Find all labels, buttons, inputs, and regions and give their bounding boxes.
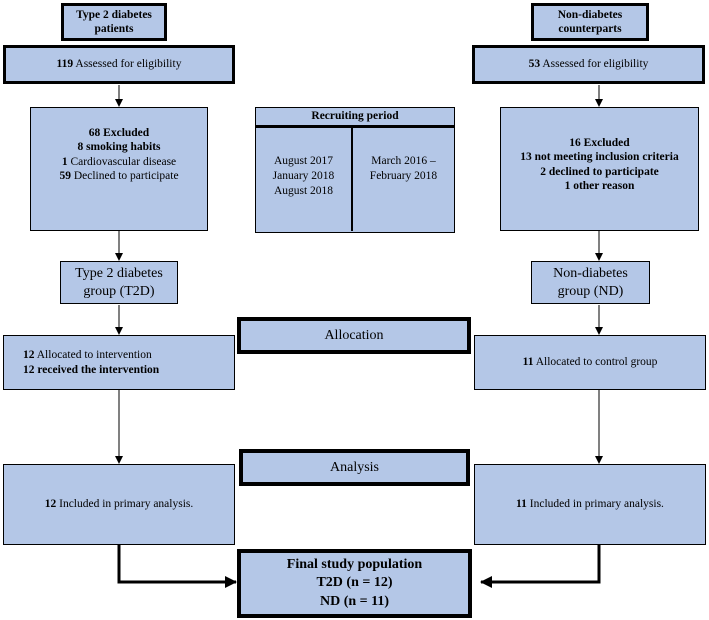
final-population-box: Final study population T2D (n = 12) ND (…: [237, 549, 472, 618]
t2d-excluded-text: Cardiovascular disease: [70, 155, 177, 168]
nd-analysis-row: 11 Included in primary analysis.: [516, 497, 664, 511]
t2d-analysis-row: 12 Included in primary analysis.: [45, 497, 194, 511]
nd-group-line: group (ND): [557, 283, 624, 299]
t2d-group-line: group (T2D): [83, 283, 155, 299]
t2d-analysis-count: 12: [44, 498, 57, 511]
t2d-excluded-row: 68 Excluded: [89, 126, 149, 140]
t2d-allocation-text: Allocated to intervention: [36, 349, 152, 362]
recruiting-period-box: Recruiting period August 2017 January 20…: [255, 107, 455, 233]
nd-assessed-box: 53 Assessed for eligibility: [472, 45, 705, 84]
final-population-title: Final study population: [286, 557, 423, 573]
recruiting-period-columns: August 2017 January 2018 August 2018 Mar…: [256, 128, 454, 231]
nd-excluded-row: 13 not meeting inclusion criteria: [520, 150, 678, 164]
t2d-allocation-row: 12 received the intervention: [23, 363, 159, 377]
t2d-group-line: Type 2 diabetes: [75, 266, 163, 281]
nd-assessed-line: 53 Assessed for eligibility: [529, 57, 649, 71]
t2d-excluded-row: 8 smoking habits: [77, 140, 160, 154]
arrow-t2d-analysis-final: [117, 545, 237, 588]
nd-excluded-text: not meeting inclusion criteria: [534, 151, 679, 164]
recruiting-period-left: August 2017 January 2018 August 2018: [256, 128, 353, 231]
nd-header: Non-diabetes counterparts: [531, 3, 649, 41]
t2d-excluded-count: 59: [59, 170, 71, 183]
nd-assessed-text: Assessed for eligibility: [542, 58, 649, 71]
nd-excluded-row: 2 declined to participate: [540, 165, 659, 179]
t2d-excluded-text: smoking habits: [86, 141, 161, 154]
nd-excluded-row: 1 other reason: [565, 179, 635, 193]
recruiting-date: February 2018: [369, 169, 438, 182]
arrow-nd-analysis-final: [480, 545, 601, 588]
t2d-excluded-text: Excluded: [103, 127, 150, 139]
t2d-allocation-count: 12: [23, 363, 35, 376]
analysis-stage-label: Analysis: [330, 459, 379, 475]
nd-assessed-count: 53: [528, 58, 541, 71]
t2d-excluded-row: 59 Declined to participate: [59, 169, 178, 183]
t2d-assessed-text: Assessed for eligibility: [75, 58, 182, 71]
t2d-excluded-count: 1: [61, 155, 68, 168]
recruiting-date: August 2018: [273, 184, 334, 197]
final-population-line: ND (n = 11): [319, 593, 390, 609]
nd-excluded-box: 16 Excluded 13 not meeting inclusion cri…: [500, 107, 699, 231]
t2d-analysis-text: Included in primary analysis.: [59, 498, 194, 511]
t2d-assessed-box: 119 Assessed for eligibility: [3, 45, 235, 84]
nd-allocation-box: 11 Allocated to control group: [474, 335, 706, 390]
allocation-stage-label: Allocation: [324, 327, 384, 343]
recruiting-date: August 2017: [273, 155, 334, 167]
nd-excluded-text: other reason: [573, 180, 635, 193]
t2d-group-box: Type 2 diabetes group (T2D): [60, 261, 178, 304]
nd-analysis-box: 11 Included in primary analysis.: [474, 464, 706, 545]
t2d-allocation-count: 12: [23, 349, 35, 362]
t2d-allocation-box: 12 Allocated to intervention 12 received…: [3, 335, 235, 390]
t2d-excluded-row: 1 Cardiovascular disease: [62, 155, 176, 169]
t2d-header-text: Type 2 diabetes patients: [76, 8, 152, 35]
recruiting-period-title: Recruiting period: [256, 108, 454, 128]
allocation-stage-box: Allocation: [237, 317, 471, 354]
nd-allocation-count: 11: [522, 356, 534, 369]
t2d-excluded-box: 68 Excluded 8 smoking habits 1 Cardiovas…: [30, 107, 208, 231]
recruiting-period-right: March 2016 – February 2018: [353, 128, 454, 231]
t2d-excluded-text: Declined to participate: [73, 170, 179, 183]
final-population-line: T2D (n = 12): [316, 575, 393, 591]
nd-group-box: Non-diabetes group (ND): [531, 261, 650, 304]
t2d-assessed-count: 119: [56, 58, 74, 71]
t2d-assessed-line: 119 Assessed for eligibility: [57, 57, 182, 71]
nd-excluded-row: 16 Excluded: [569, 136, 629, 150]
t2d-analysis-box: 12 Included in primary analysis.: [3, 464, 235, 545]
nd-analysis-text: Included in primary analysis.: [529, 498, 664, 511]
nd-excluded-text: declined to participate: [548, 165, 659, 178]
nd-excluded-text: Excluded: [583, 137, 630, 149]
nd-analysis-count: 11: [516, 498, 527, 511]
t2d-header: Type 2 diabetes patients: [61, 3, 167, 41]
analysis-stage-box: Analysis: [239, 449, 470, 486]
t2d-excluded-count: 68: [88, 127, 101, 139]
nd-allocation-text: Allocated to control group: [535, 356, 658, 369]
nd-excluded-count: 16: [569, 137, 581, 149]
recruiting-date: January 2018: [272, 169, 335, 182]
nd-excluded-count: 13: [520, 151, 532, 164]
recruiting-date: March 2016 –: [371, 155, 436, 167]
nd-group-line: Non-diabetes: [553, 266, 628, 281]
t2d-allocation-text: received the intervention: [37, 363, 160, 376]
nd-excluded-count: 1: [564, 180, 571, 193]
nd-allocation-row: 11 Allocated to control group: [523, 355, 658, 369]
t2d-allocation-row: 12 Allocated to intervention: [23, 348, 152, 362]
nd-excluded-count: 2: [540, 165, 546, 178]
t2d-excluded-count: 8: [77, 141, 84, 154]
nd-header-text: Non-diabetes counterparts: [557, 8, 623, 35]
